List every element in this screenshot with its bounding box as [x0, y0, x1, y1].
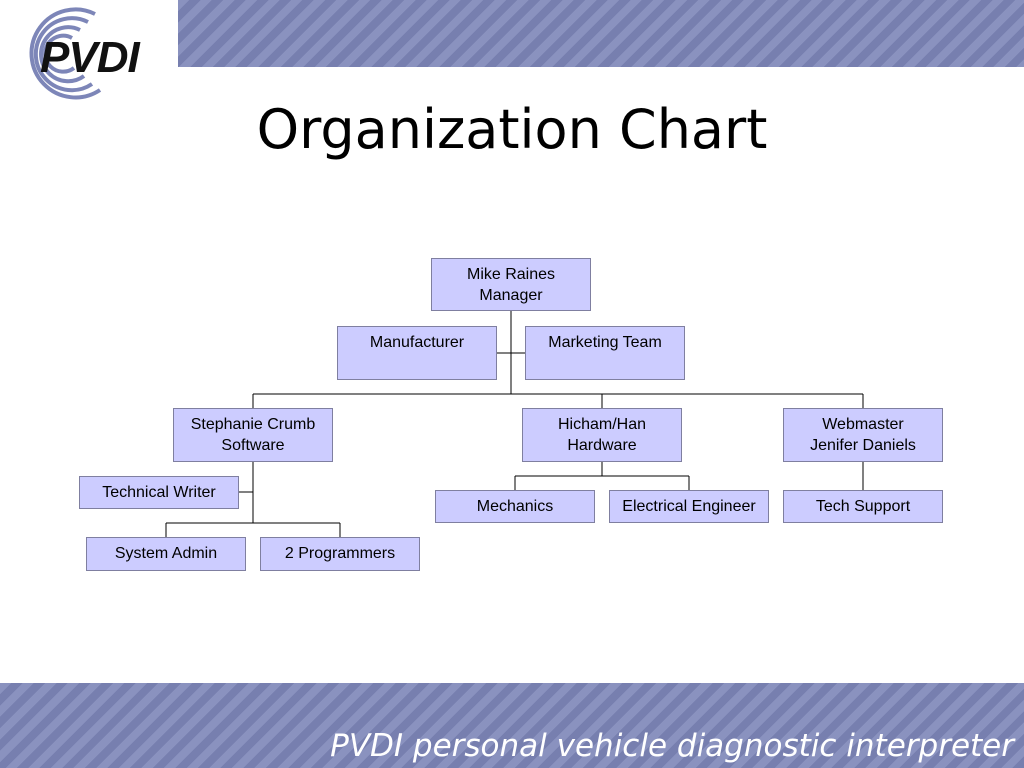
- manager-box: Mike Raines Manager: [431, 258, 591, 311]
- software-name: Stephanie Crumb: [190, 416, 316, 433]
- webmaster-role: Webmaster: [822, 416, 904, 433]
- hardware-name: Hicham/Han: [557, 416, 647, 433]
- software-box: Stephanie Crumb Software: [173, 408, 333, 462]
- tech-support-box: Tech Support: [783, 490, 943, 523]
- system-admin-box: System Admin: [86, 537, 246, 571]
- manufacturer-box: Manufacturer: [337, 326, 497, 380]
- footer-band: [0, 683, 1024, 768]
- pvdi-logo: PVDI: [0, 0, 178, 110]
- webmaster-box: Webmaster Jenifer Daniels: [783, 408, 943, 462]
- connector-lines: [165, 311, 864, 537]
- technical-writer-label: Technical Writer: [102, 484, 216, 501]
- electrical-engineer-box: Electrical Engineer: [609, 490, 769, 523]
- programmers-box: 2 Programmers: [260, 537, 420, 571]
- hardware-box: Hicham/Han Hardware: [522, 408, 682, 462]
- manufacturer-label: Manufacturer: [369, 334, 465, 351]
- tech-support-label: Tech Support: [815, 498, 911, 515]
- page-title: Organization Chart: [256, 98, 768, 161]
- logo-text: PVDI: [40, 33, 140, 82]
- system-admin-label: System Admin: [114, 545, 218, 562]
- spiral-logo-icon: [29, 7, 102, 100]
- manager-role: Manager: [479, 287, 543, 304]
- technical-writer-box: Technical Writer: [79, 476, 239, 509]
- marketing-team-label: Marketing Team: [548, 334, 662, 351]
- software-role: Software: [221, 437, 285, 454]
- header-band: [178, 0, 1024, 67]
- webmaster-name: Jenifer Daniels: [810, 437, 916, 454]
- mechanics-label: Mechanics: [476, 498, 554, 515]
- programmers-label: 2 Programmers: [284, 545, 396, 562]
- manager-name: Mike Raines: [466, 266, 556, 283]
- mechanics-box: Mechanics: [435, 490, 595, 523]
- electrical-engineer-label: Electrical Engineer: [622, 498, 756, 515]
- hardware-role: Hardware: [567, 437, 637, 454]
- marketing-team-box: Marketing Team: [525, 326, 685, 380]
- footer-tagline: PVDI personal vehicle diagnostic interpr…: [330, 728, 1014, 764]
